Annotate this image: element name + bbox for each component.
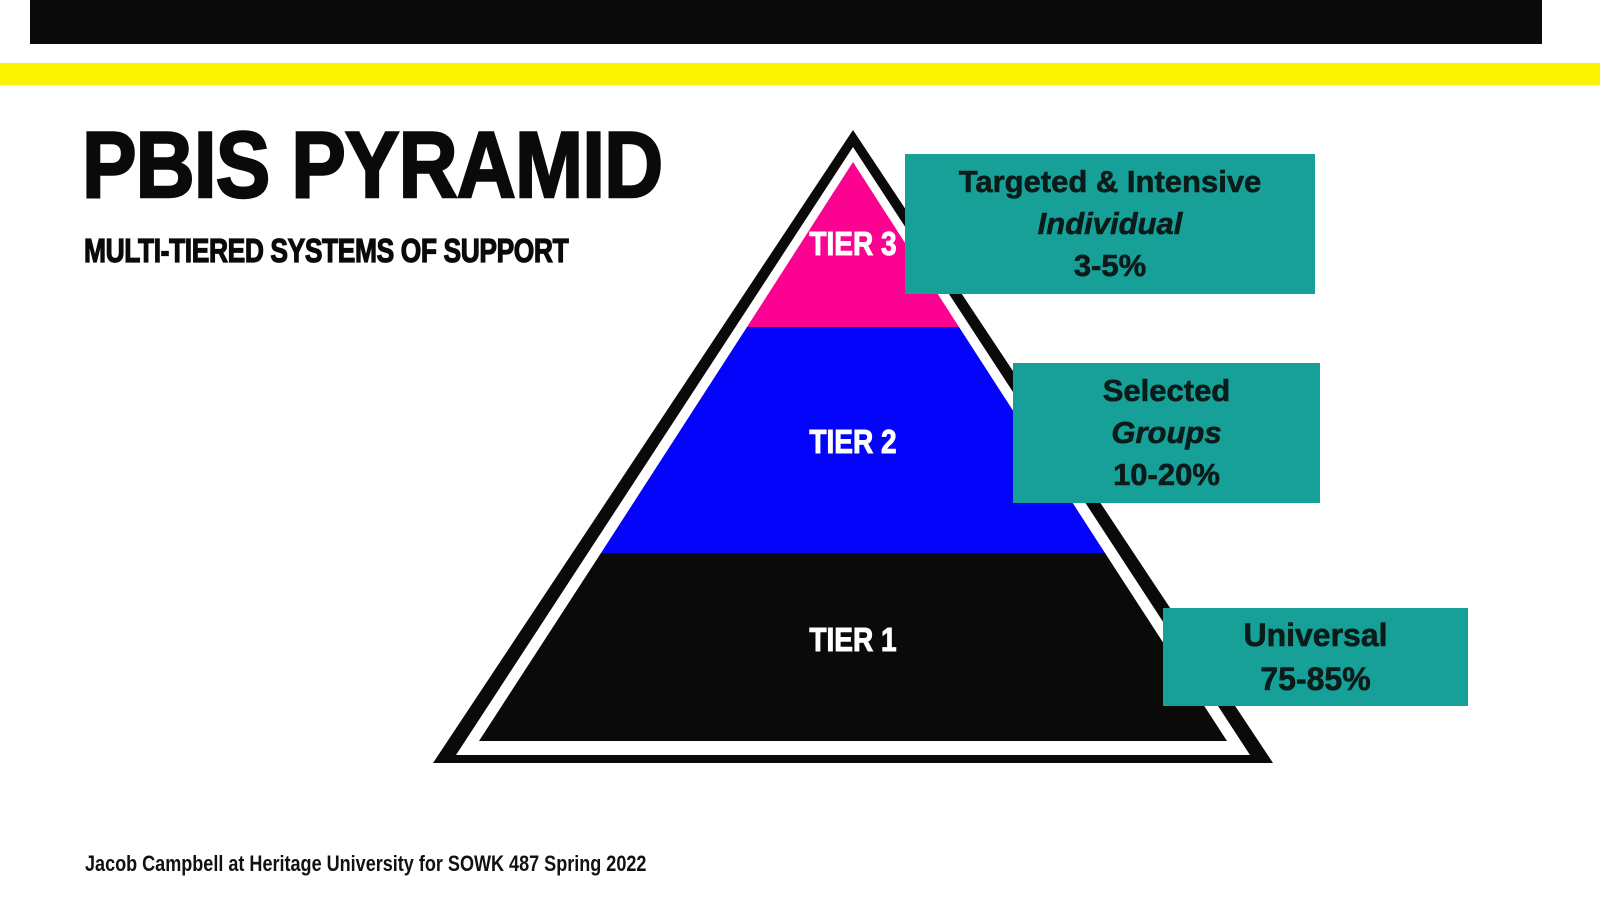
callout-tier2-percentage: 10-20% — [1113, 457, 1220, 493]
callout-tier3-line1: Targeted & Intensive — [958, 164, 1262, 200]
callout-tier1: Universal 75-85% — [1163, 608, 1468, 706]
footer-credit: Jacob Campbell at Heritage University fo… — [85, 851, 647, 876]
tier1-label: TIER 1 — [809, 621, 897, 659]
callout-tier3-line2: Individual — [1037, 206, 1183, 242]
page-title: PBIS PYRAMID — [81, 112, 664, 217]
top-black-bar — [30, 0, 1542, 44]
callout-tier2-line1: Selected — [1102, 373, 1231, 409]
page-subtitle: MULTI-TIERED SYSTEMS OF SUPPORT — [84, 232, 570, 269]
yellow-accent-stripe — [0, 63, 1600, 85]
callout-tier1-percentage: 75-85% — [1260, 661, 1371, 698]
tier3-label: TIER 3 — [809, 225, 897, 263]
callout-tier3: Targeted & Intensive Individual 3-5% — [905, 154, 1315, 294]
pyramid-tier2-shape — [601, 327, 1105, 553]
callout-tier2: Selected Groups 10-20% — [1013, 363, 1320, 503]
tier2-label: TIER 2 — [809, 423, 897, 461]
callout-tier1-line1: Universal — [1243, 617, 1388, 654]
callout-tier2-line2: Groups — [1111, 415, 1222, 451]
callout-tier3-percentage: 3-5% — [1073, 248, 1147, 284]
pyramid-tier1-shape — [479, 553, 1227, 741]
